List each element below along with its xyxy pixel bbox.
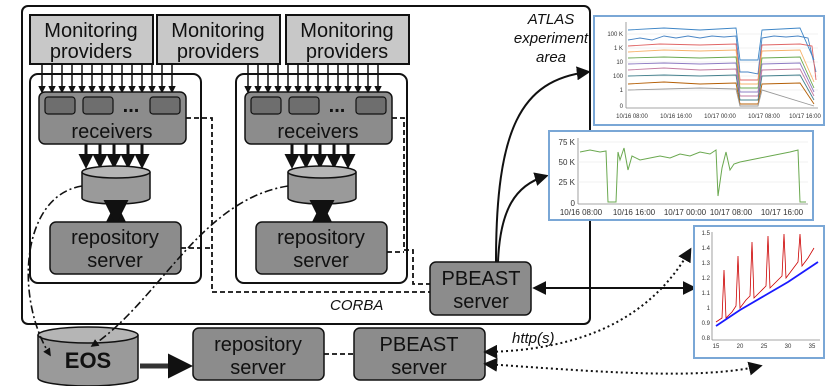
svg-text:server: server <box>453 291 509 313</box>
plot1-ytick: 10 <box>616 60 623 66</box>
svg-text:server: server <box>391 357 447 379</box>
svg-text:PBEAST: PBEAST <box>380 334 459 356</box>
archive-links <box>27 185 289 357</box>
plot1-xtick: 10/17 08:00 <box>748 114 780 120</box>
plot1-ytick: 1 <box>620 88 624 94</box>
svg-text:PBEAST: PBEAST <box>442 268 521 290</box>
svg-text:Monitoring: Monitoring <box>44 20 137 42</box>
svg-text:providers: providers <box>50 41 132 63</box>
partition-frame-right <box>235 73 408 284</box>
storage-cylinder-left <box>81 165 151 205</box>
svg-text:providers: providers <box>306 41 388 63</box>
svg-text:Monitoring: Monitoring <box>171 20 264 42</box>
svg-text:repository: repository <box>277 227 365 249</box>
plot3-ytick: 1.3 <box>702 261 711 267</box>
https-label: http(s) <box>512 330 555 347</box>
plot3-ytick: 1 <box>707 306 711 312</box>
receiver-arrows-right <box>284 144 356 169</box>
plot3-ytick: 1.2 <box>702 276 711 282</box>
plot1-ytick: 100 <box>613 74 624 80</box>
plot3-xtick: 15 <box>713 344 720 350</box>
plot3-xtick: 35 <box>809 344 816 350</box>
svg-text:repository: repository <box>214 334 302 356</box>
plot2-xtick: 10/16 08:00 <box>560 208 603 217</box>
monitoring-provider-2: Monitoring providers <box>156 14 281 65</box>
svg-text:providers: providers <box>177 41 259 63</box>
svg-text:Monitoring: Monitoring <box>300 20 393 42</box>
atlas-area-label: ATLAS experiment area <box>514 11 589 66</box>
receivers-box-right: ... receivers <box>244 91 393 145</box>
repository-server-right: repository server <box>255 221 388 275</box>
plot2-xtick: 10/17 16:00 <box>761 208 804 217</box>
https-links <box>483 247 763 376</box>
monitoring-provider-1: Monitoring providers <box>29 14 154 65</box>
plot2-ytick: 25 K <box>559 178 576 187</box>
partition-frame-left <box>29 73 202 284</box>
provider-arrows-right <box>244 64 382 94</box>
provider-arrows-left <box>38 64 176 94</box>
repository-server-left: repository server <box>49 221 182 275</box>
plot3-ytick: 1.1 <box>702 291 711 297</box>
plot2-ytick: 0 <box>571 199 576 208</box>
plot3-xtick: 20 <box>737 344 744 350</box>
svg-text:...: ... <box>123 95 140 117</box>
svg-text:server: server <box>87 250 143 272</box>
svg-text:server: server <box>230 357 286 379</box>
monitoring-provider-3: Monitoring providers <box>285 14 410 65</box>
plot1-xtick: 10/16 16:00 <box>660 114 692 120</box>
plot1-xtick: 10/17 16:00 <box>789 114 821 120</box>
svg-text:experiment: experiment <box>514 30 589 47</box>
receiver-arrows-left <box>78 144 150 169</box>
plot2-ytick: 75 K <box>559 138 576 147</box>
corba-label: CORBA <box>330 297 383 314</box>
plot-multi-series: 100 K 1 K 10 100 1 0 10/16 08:00 10/16 1… <box>593 15 825 126</box>
plot1-xtick: 10/17 00:00 <box>704 114 736 120</box>
eos-storage: EOS <box>37 326 139 386</box>
corba-connections <box>181 117 430 293</box>
plot3-xtick: 30 <box>785 344 792 350</box>
plot-green-series: 75 K 50 K 25 K 0 10/16 08:00 10/16 16:00… <box>548 130 814 221</box>
plot3-ytick: 1.5 <box>702 231 711 237</box>
svg-text:ATLAS: ATLAS <box>527 11 574 28</box>
plot3-xtick: 25 <box>761 344 768 350</box>
plot3-ytick: 0.8 <box>702 336 711 342</box>
plot2-line <box>579 147 806 203</box>
plot-scatter-series: 1.5 1.4 1.3 1.2 1.1 1 0.9 0.8 15 20 25 3… <box>693 225 825 359</box>
svg-text:area: area <box>536 49 566 66</box>
plot2-xtick: 10/16 16:00 <box>613 208 656 217</box>
plot1-ytick: 100 K <box>607 32 623 38</box>
svg-text:...: ... <box>329 95 346 117</box>
repository-server-bottom: repository server <box>192 327 325 381</box>
storage-cylinder-right <box>287 165 357 205</box>
plot1-xtick: 10/16 08:00 <box>616 114 648 120</box>
svg-text:server: server <box>293 250 349 272</box>
svg-text:receivers: receivers <box>71 121 152 143</box>
pbeast-server-inner: PBEAST server <box>429 261 532 316</box>
plot1-ytick: 1 K <box>614 46 623 52</box>
svg-text:repository: repository <box>71 227 159 249</box>
plot3-ytick: 1.4 <box>702 246 711 252</box>
plot2-xtick: 10/17 00:00 <box>664 208 707 217</box>
svg-text:receivers: receivers <box>277 121 358 143</box>
plot3-ytick: 0.9 <box>702 321 711 327</box>
plot2-ytick: 50 K <box>559 158 576 167</box>
pbeast-server-outer: PBEAST server <box>353 327 486 381</box>
plot1-ytick: 0 <box>620 104 624 110</box>
svg-text:EOS: EOS <box>65 348 111 373</box>
receivers-box-left: ... receivers <box>38 91 187 145</box>
plot2-xtick: 10/17 08:00 <box>710 208 753 217</box>
